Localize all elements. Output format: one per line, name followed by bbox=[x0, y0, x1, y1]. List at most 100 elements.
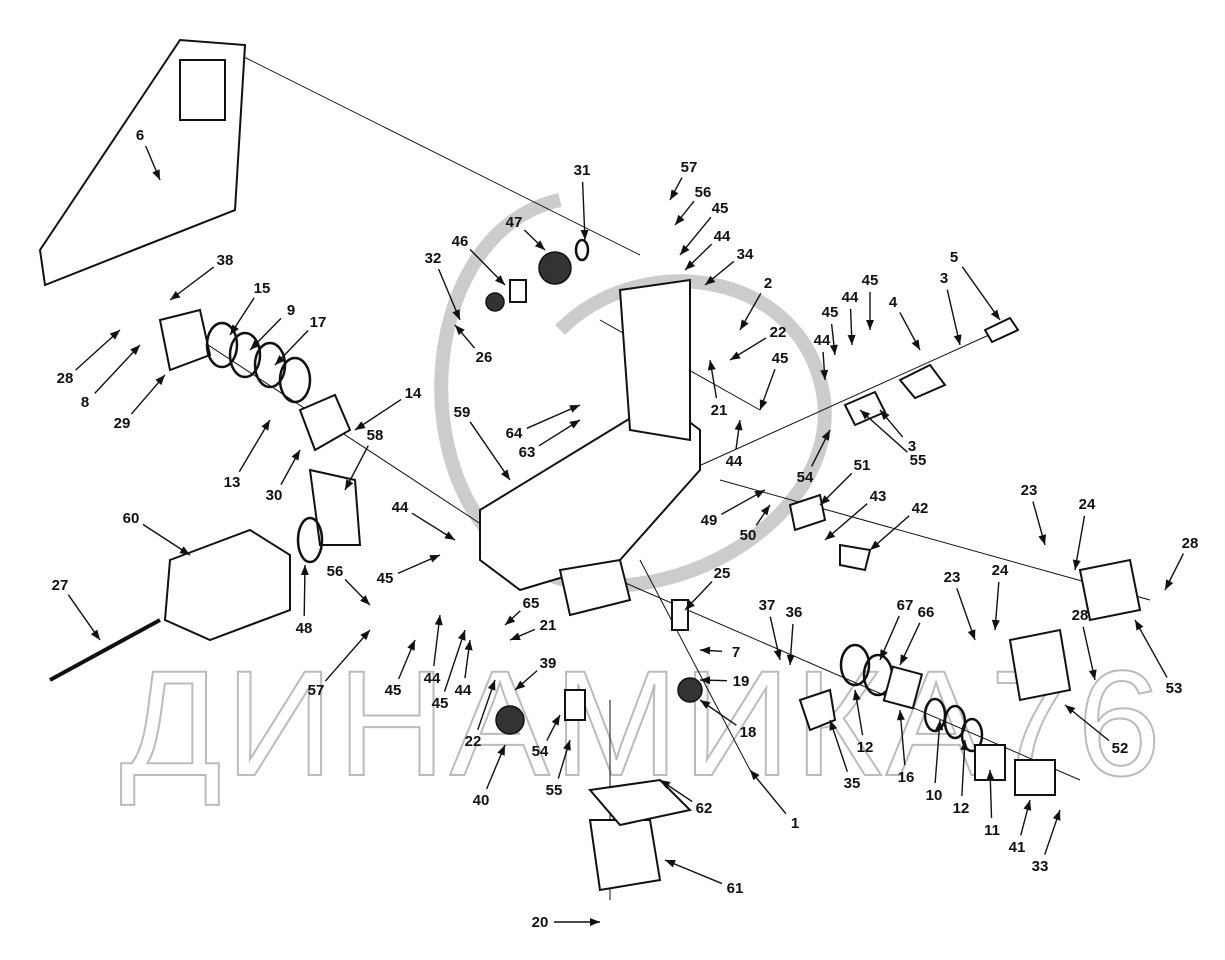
callout-number: 23 bbox=[1021, 482, 1038, 499]
callout-44: 44 bbox=[424, 614, 443, 687]
callout-number: 61 bbox=[727, 880, 744, 897]
callout-number: 22 bbox=[770, 324, 787, 341]
arrowhead-icon bbox=[960, 740, 969, 751]
callout-number: 9 bbox=[287, 302, 295, 319]
leader-line bbox=[664, 859, 723, 885]
arrowhead-icon bbox=[1038, 534, 1047, 545]
callout-number: 25 bbox=[714, 565, 731, 582]
callout-number: 19 bbox=[733, 673, 750, 690]
callout-23: 23 bbox=[1021, 482, 1047, 546]
callout-32: 32 bbox=[425, 250, 461, 321]
callout-number: 22 bbox=[465, 733, 482, 750]
leader-line bbox=[1134, 619, 1168, 678]
arrowhead-icon bbox=[250, 340, 260, 350]
arrowhead-icon bbox=[700, 646, 711, 655]
arrowhead-icon bbox=[935, 720, 944, 731]
arrowhead-icon bbox=[1088, 669, 1097, 680]
arrowhead-icon bbox=[230, 324, 239, 335]
arrowhead-icon bbox=[495, 275, 505, 285]
arrowhead-icon bbox=[860, 410, 871, 420]
arrowhead-icon bbox=[487, 680, 496, 691]
callout-1: 1 bbox=[749, 769, 799, 832]
callout-45: 45 bbox=[862, 272, 878, 330]
callout-27: 27 bbox=[52, 577, 101, 641]
callout-number: 28 bbox=[1072, 607, 1089, 624]
callout-number: 30 bbox=[266, 487, 283, 504]
arrowhead-icon bbox=[452, 309, 460, 320]
callout-28: 28 bbox=[1072, 607, 1097, 681]
arrowhead-icon bbox=[551, 715, 560, 726]
callout-16: 16 bbox=[896, 709, 914, 786]
callout-64: 64 bbox=[506, 404, 581, 442]
callout-number: 40 bbox=[473, 792, 490, 809]
callout-number: 34 bbox=[737, 246, 754, 263]
arrowhead-icon bbox=[1072, 559, 1081, 570]
arrowhead-icon bbox=[179, 546, 190, 555]
callout-44: 44 bbox=[684, 228, 731, 271]
arrowhead-icon bbox=[505, 615, 516, 625]
arrowhead-icon bbox=[665, 860, 676, 868]
callout-number: 55 bbox=[546, 782, 563, 799]
arrowhead-icon bbox=[434, 615, 443, 626]
callout-62: 62 bbox=[659, 779, 713, 817]
callout-2: 2 bbox=[739, 275, 772, 331]
callout-54: 54 bbox=[797, 429, 831, 486]
callout-number: 12 bbox=[953, 800, 970, 817]
parts bbox=[38, 38, 1142, 892]
arrowhead-icon bbox=[291, 450, 300, 461]
callout-number: 18 bbox=[740, 724, 757, 741]
arrowhead-icon bbox=[300, 565, 309, 576]
arrowhead-icon bbox=[880, 649, 888, 660]
callout-6: 6 bbox=[136, 127, 161, 181]
callout-number: 62 bbox=[696, 800, 713, 817]
callout-number: 51 bbox=[854, 457, 871, 474]
callout-number: 66 bbox=[918, 604, 935, 621]
callout-18: 18 bbox=[699, 699, 757, 741]
callout-number: 29 bbox=[114, 415, 131, 432]
callout-36: 36 bbox=[786, 604, 802, 666]
arrowhead-icon bbox=[130, 345, 140, 355]
arrowhead-icon bbox=[429, 555, 440, 563]
arrowhead-icon bbox=[730, 351, 741, 360]
callout-30: 30 bbox=[266, 449, 301, 504]
arrowhead-icon bbox=[740, 319, 749, 330]
arrowhead-icon bbox=[675, 214, 685, 225]
callout-50: 50 bbox=[740, 504, 771, 544]
arrowhead-icon bbox=[90, 629, 100, 640]
callout-number: 45 bbox=[432, 695, 449, 712]
callout-45: 45 bbox=[759, 350, 788, 411]
callout-number: 20 bbox=[532, 914, 549, 931]
callout-number: 44 bbox=[726, 453, 743, 470]
arrowhead-icon bbox=[786, 654, 795, 665]
callout-number: 14 bbox=[405, 385, 422, 402]
flange-gasket bbox=[308, 468, 362, 546]
callout-number: 45 bbox=[385, 682, 402, 699]
callout-number: 44 bbox=[424, 670, 441, 687]
callout-number: 37 bbox=[759, 597, 776, 614]
callout-45: 45 bbox=[679, 200, 728, 256]
callout-number: 28 bbox=[1182, 535, 1199, 552]
arrowhead-icon bbox=[750, 770, 760, 781]
callout-48: 48 bbox=[296, 564, 312, 637]
callout-19: 19 bbox=[699, 673, 750, 690]
arrowhead-icon bbox=[510, 632, 521, 641]
arrowhead-icon bbox=[870, 540, 881, 550]
callout-7: 7 bbox=[699, 644, 740, 661]
callout-44: 44 bbox=[455, 639, 473, 699]
callout-10: 10 bbox=[926, 719, 944, 804]
callout-42: 42 bbox=[869, 500, 928, 551]
callout-24: 24 bbox=[992, 562, 1009, 631]
callout-number: 2 bbox=[764, 275, 772, 292]
callout-number: 45 bbox=[822, 304, 839, 321]
arrowhead-icon bbox=[759, 399, 768, 410]
arrowhead-icon bbox=[464, 640, 473, 651]
arrowhead-icon bbox=[497, 745, 505, 756]
arrowhead-icon bbox=[1052, 810, 1061, 821]
callout-54: 54 bbox=[532, 714, 561, 760]
callout-number: 31 bbox=[574, 162, 591, 179]
callout-number: 1 bbox=[791, 815, 799, 832]
callout-22: 22 bbox=[465, 679, 496, 750]
callout-number: 57 bbox=[308, 682, 325, 699]
callout-43: 43 bbox=[824, 488, 886, 541]
